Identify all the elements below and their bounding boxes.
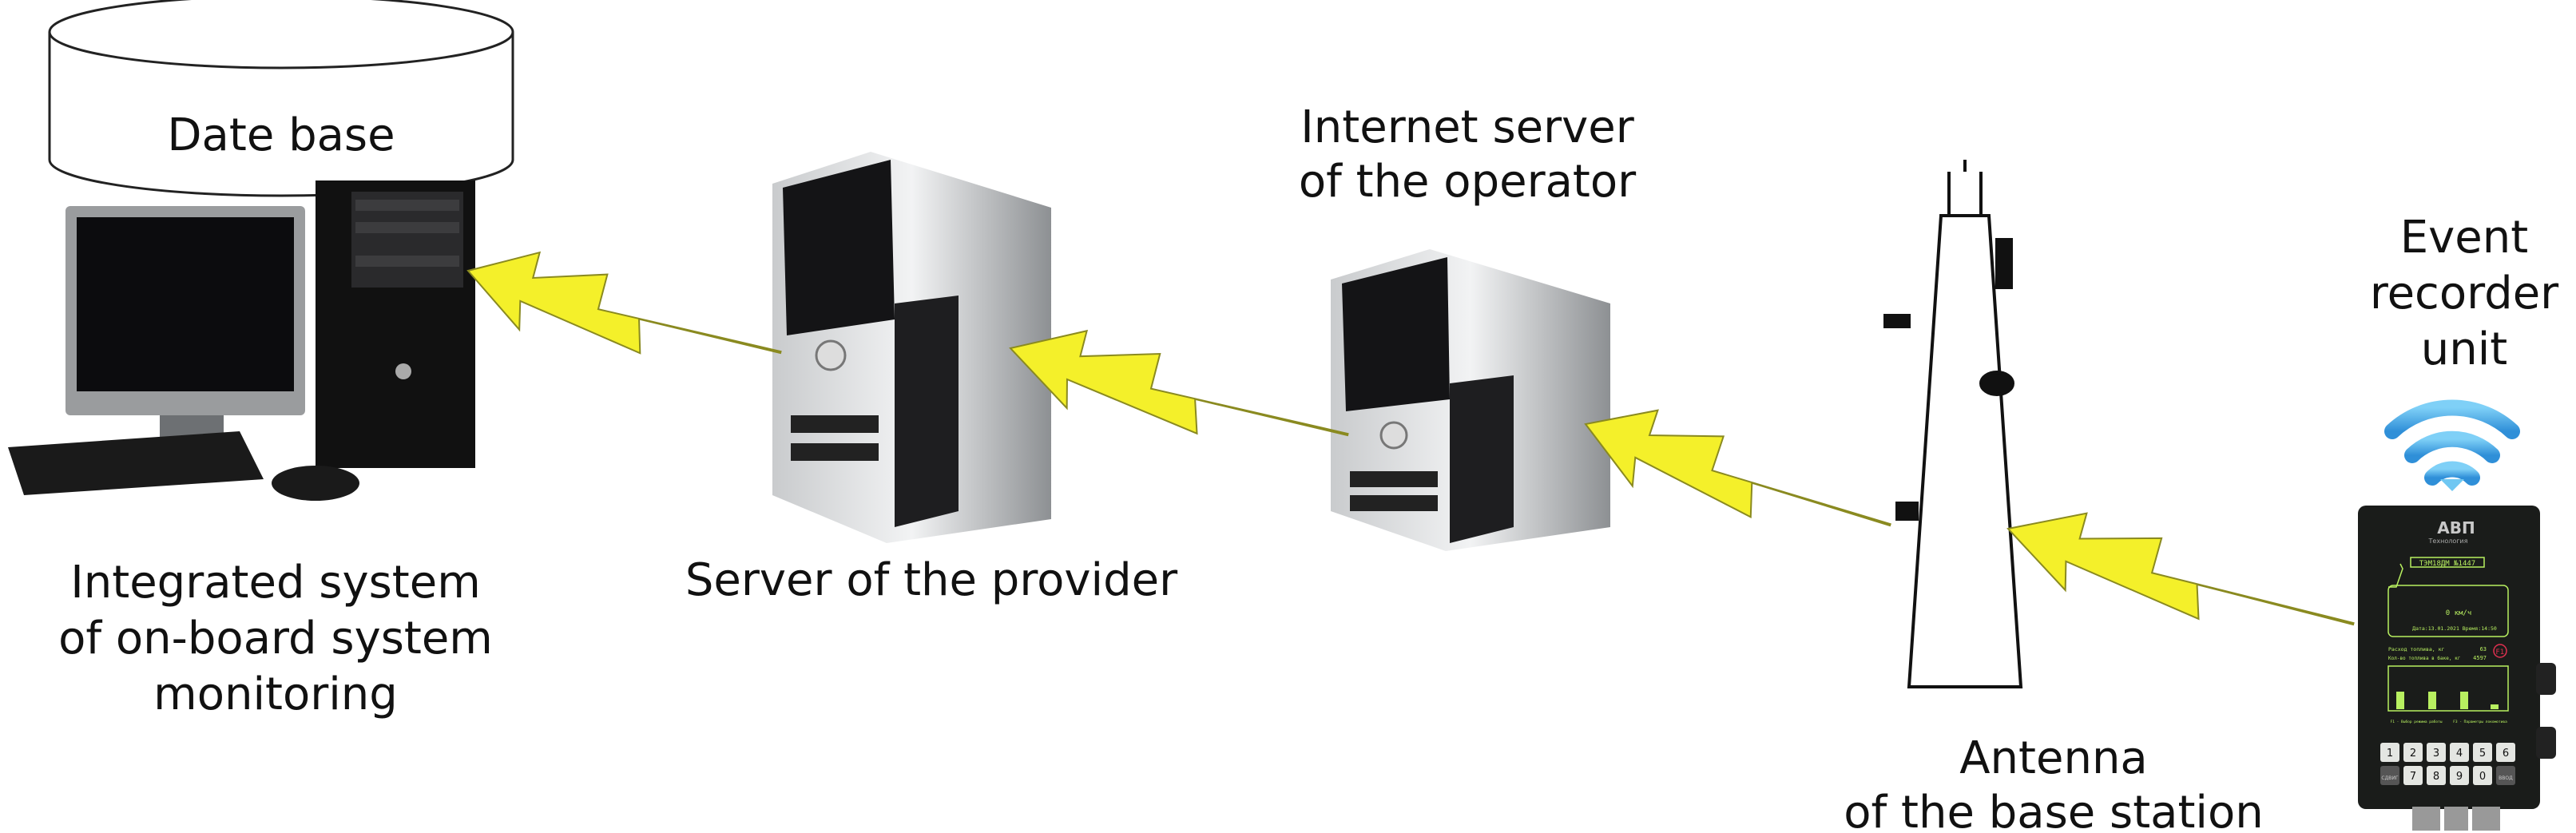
integrated-label-3: monitoring [153, 668, 398, 720]
keypad-key[interactable]: 7 [2403, 766, 2423, 785]
keypad-key[interactable]: СДВИГ [2380, 766, 2399, 785]
mouse [272, 466, 359, 501]
speedometer [2387, 585, 2509, 637]
keypad-key[interactable]: 9 [2450, 766, 2469, 785]
recorder-label-2: recorder [2370, 268, 2559, 319]
keypad-key-label: 5 [2479, 748, 2486, 760]
keypad-key-label: 2 [2410, 748, 2416, 760]
recorder-label-3: unit [2421, 323, 2508, 375]
keypad-key-label: СДВИГ [2381, 775, 2398, 781]
keypad-key-label: 0 [2479, 771, 2486, 783]
operator-label-1: Internet server [1300, 101, 1634, 153]
keypad-key-label: 9 [2456, 771, 2463, 783]
workstation [8, 180, 475, 501]
database-cylinder: Date base [48, 0, 514, 197]
lightning-arrow-icon [2006, 512, 2355, 626]
keypad-key[interactable]: 3 [2427, 743, 2446, 762]
lightning-arrow-icon [466, 251, 782, 355]
hp-logo-icon [395, 363, 411, 379]
integrated-label-2: of on-board system [58, 613, 493, 664]
lightning-arrow-icon [1584, 409, 1891, 527]
gauge-panel [2387, 665, 2509, 712]
fault-indicator: F1 [2496, 649, 2505, 656]
keypad-key-label: 8 [2433, 771, 2439, 783]
device-model: ТЭМ18ДМ №1447 [2419, 560, 2475, 568]
provider-server [772, 152, 1051, 543]
f3-hint: F3 - Параметры локомотива [2453, 720, 2507, 724]
f1-hint: F1 - Выбор режима работы [2390, 719, 2442, 724]
keypad-key-label: 4 [2456, 748, 2463, 760]
antenna-tower [1883, 160, 2023, 688]
keyboard [8, 431, 264, 495]
keypad-key-label: 7 [2410, 771, 2416, 783]
keypad-key[interactable]: 0 [2473, 766, 2492, 785]
wifi-icon [2384, 399, 2520, 491]
event-recorder-device: АВП Технология ТЭМ18ДМ №1447 0 км/ч Дата… [2358, 506, 2556, 831]
antenna-label-1: Antenna [1959, 732, 2148, 784]
integrated-label-1: Integrated system [70, 557, 481, 609]
keypad-key[interactable]: 5 [2473, 743, 2492, 762]
keypad-key[interactable]: ВВОД [2496, 766, 2515, 785]
lightning-arrow-icon [1009, 329, 1349, 437]
keypad-key-label: 6 [2503, 748, 2509, 760]
device-speed: 0 км/ч [2446, 609, 2472, 617]
device-fuel-tank: Кол-во топлива в баке, кг [2388, 656, 2460, 661]
device-fuel-rate-value: 63 [2480, 646, 2487, 653]
keypad-key[interactable]: 8 [2427, 766, 2446, 785]
keypad-key[interactable]: 4 [2450, 743, 2469, 762]
keypad-key[interactable]: 1 [2380, 743, 2399, 762]
keypad-key[interactable]: 2 [2403, 743, 2423, 762]
antenna-label-2: of the base station [1844, 787, 2264, 833]
device-fuel-tank-value: 4597 [2473, 655, 2487, 661]
device-datetime: Дата:13.01.2021 Время:14:50 [2412, 625, 2497, 632]
keypad-key[interactable]: 6 [2496, 743, 2515, 762]
keypad-key-label: 1 [2387, 748, 2393, 760]
warning-icon [2388, 563, 2403, 588]
provider-label: Server of the provider [685, 554, 1178, 606]
device-logo-sub: Технология [2428, 537, 2468, 545]
monitor-screen [77, 217, 294, 391]
recorder-label-1: Event [2400, 212, 2528, 264]
keypad-key-label: ВВОД [2499, 775, 2513, 781]
device-logo: АВП [2437, 518, 2475, 537]
keypad-key-label: 3 [2433, 748, 2439, 760]
device-fuel-rate: Расход топлива, кг [2388, 646, 2445, 653]
database-label: Date base [167, 109, 395, 161]
operator-label-2: of the operator [1299, 156, 1637, 208]
operator-server [1331, 249, 1610, 551]
